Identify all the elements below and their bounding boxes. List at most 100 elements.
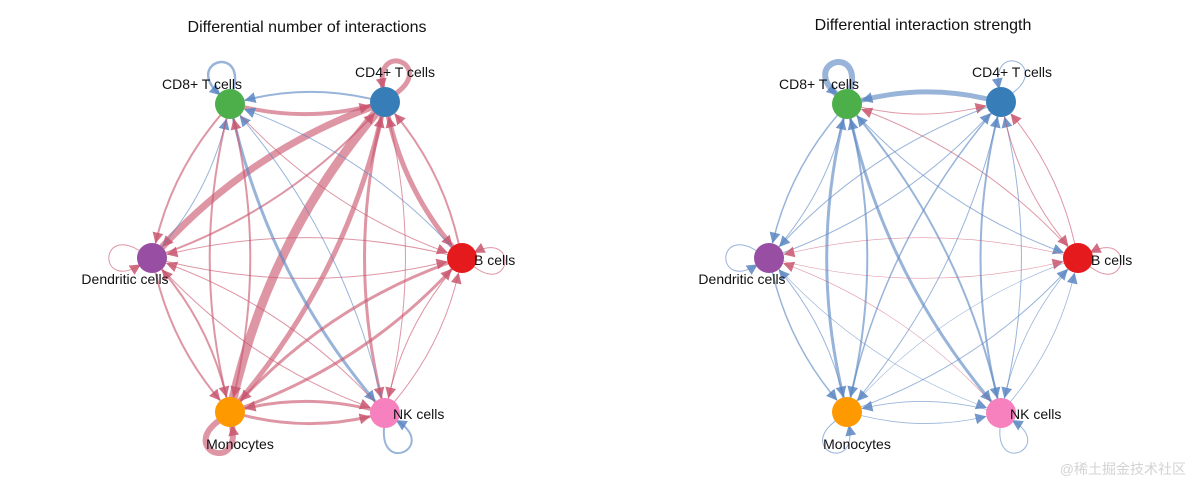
- edge-b-to-cd8: [243, 107, 453, 248]
- edge-b-to-mono: [857, 262, 1065, 402]
- edge-cd4-to-mono: [847, 112, 993, 398]
- edge-mono-to-nk: [861, 413, 987, 425]
- node-label-cd8: CD8+ T cells: [162, 76, 242, 92]
- edge-cd8-to-cd8: [206, 60, 237, 96]
- edge-mono-to-b: [242, 268, 453, 409]
- node-cd4: [986, 87, 1016, 117]
- edge-cd8-to-cd4: [242, 103, 372, 117]
- node-label-dc: Dendritic cells: [81, 271, 168, 287]
- edge-cd4-to-nk: [363, 115, 385, 399]
- node-label-cd4: CD4+ T cells: [972, 64, 1052, 80]
- node-label-cd8: CD8+ T cells: [779, 76, 859, 92]
- edge-mono-to-cd8: [847, 118, 869, 399]
- edge-cd4-to-cd8: [860, 89, 989, 103]
- edge-mono-to-dc: [778, 269, 845, 398]
- edge-dc-to-b: [783, 258, 1064, 279]
- edge-b-to-cd4: [1010, 113, 1076, 244]
- watermark: @稀土掘金技术社区: [1060, 461, 1186, 477]
- edge-nk-to-cd8: [239, 115, 383, 399]
- edge-mono-to-mono: [202, 417, 240, 457]
- edge-b-to-nk: [385, 269, 453, 399]
- node-dc: [754, 243, 784, 273]
- edge-cd4-to-mono: [229, 108, 380, 401]
- edge-nk-to-b: [1010, 272, 1078, 402]
- edge-nk-to-mono: [244, 399, 372, 412]
- edge-layer: [108, 58, 506, 457]
- node-mono: [215, 397, 245, 427]
- edge-cd8-to-mono: [208, 117, 230, 398]
- edge-nk-to-cd4: [1001, 116, 1022, 399]
- node-dc: [137, 243, 167, 273]
- edge-mono-to-mono: [822, 420, 857, 454]
- node-label-dc: Dendritic cells: [698, 271, 785, 287]
- edge-mono-to-cd4: [856, 116, 1001, 401]
- node-label-b: B cells: [474, 252, 515, 268]
- edge-dc-to-nk: [778, 268, 988, 410]
- node-label-nk: NK cells: [393, 406, 444, 422]
- edge-mono-to-cd8: [230, 118, 252, 399]
- edge-b-to-b: [472, 242, 506, 275]
- edge-nk-to-dc: [782, 261, 992, 403]
- edge-cd8-to-b: [239, 114, 449, 255]
- edge-cd8-to-b: [856, 114, 1065, 255]
- edge-nk-to-nk: [999, 420, 1029, 454]
- edge-nk-to-cd8: [856, 115, 999, 400]
- node-label-cd4: CD4+ T cells: [355, 64, 435, 80]
- edge-b-to-dc: [166, 237, 448, 258]
- edge-b-to-nk: [1001, 269, 1069, 399]
- edge-cd8-to-dc: [769, 114, 839, 244]
- edge-nk-to-dc: [165, 261, 376, 403]
- edge-b-to-cd4: [394, 113, 460, 245]
- edge-layer: [725, 59, 1122, 454]
- node-layer: CD8+ T cells CD4+ T cells B cells NK cellsM…: [81, 64, 515, 452]
- edge-dc-to-nk: [161, 268, 372, 410]
- panel-differential-strength: Differential interaction strength CD8+ T…: [698, 17, 1132, 454]
- node-label-b: B cells: [1091, 252, 1132, 268]
- edge-cd8-to-mono: [825, 117, 847, 398]
- node-b: [1063, 243, 1093, 273]
- node-nk: [986, 398, 1016, 428]
- edge-b-to-mono: [239, 261, 450, 402]
- edge-dc-to-dc: [725, 244, 758, 275]
- edge-dc-to-b: [166, 258, 448, 279]
- edge-cd8-to-cd8: [822, 59, 855, 98]
- edge-cd8-to-nk: [848, 117, 993, 403]
- panel-differential-number: Differential number of interactions CD8+…: [81, 19, 515, 457]
- edge-cd8-to-cd4: [861, 103, 987, 115]
- edge-dc-to-dc: [108, 244, 141, 275]
- node-nk: [370, 398, 400, 428]
- node-cd8: [832, 89, 862, 119]
- edge-cd4-to-dc: [159, 103, 375, 250]
- edge-cd4-to-cd4: [375, 58, 412, 96]
- edge-dc-to-cd8: [778, 118, 847, 248]
- edge-cd4-to-cd8: [244, 90, 372, 103]
- node-cd8: [215, 89, 245, 119]
- edge-cd4-to-nk: [979, 115, 1001, 399]
- edge-dc-to-mono: [771, 271, 838, 401]
- edge-cd4-to-cd4: [991, 60, 1026, 94]
- node-layer: CD8+ T cells CD4+ T cells B cells NK cellsM…: [698, 64, 1132, 452]
- edge-mono-to-dc: [161, 269, 228, 399]
- edge-nk-to-mono: [861, 400, 987, 412]
- node-label-mono: Monocytes: [206, 436, 274, 452]
- edge-dc-to-cd8: [161, 118, 230, 248]
- edge-cd4-to-b: [1003, 116, 1069, 247]
- edge-dc-to-mono: [154, 271, 221, 401]
- edge-nk-to-cd4: [385, 116, 406, 399]
- node-label-nk: NK cells: [1010, 406, 1061, 422]
- node-mono: [832, 397, 862, 427]
- panel-title: Differential number of interactions: [188, 19, 427, 36]
- edge-b-to-cd8: [860, 107, 1069, 248]
- edge-cd8-to-dc: [152, 114, 222, 244]
- edge-cd4-to-dc: [779, 106, 988, 248]
- edge-dc-to-cd4: [782, 112, 991, 254]
- edge-mono-to-cd4: [237, 115, 385, 404]
- node-label-mono: Monocytes: [823, 436, 891, 452]
- edge-nk-to-b: [394, 272, 462, 402]
- node-b: [447, 243, 477, 273]
- edge-mono-to-nk: [243, 413, 371, 426]
- edge-cd4-to-b: [385, 114, 455, 249]
- node-cd4: [370, 87, 400, 117]
- panel-title: Differential interaction strength: [815, 17, 1032, 34]
